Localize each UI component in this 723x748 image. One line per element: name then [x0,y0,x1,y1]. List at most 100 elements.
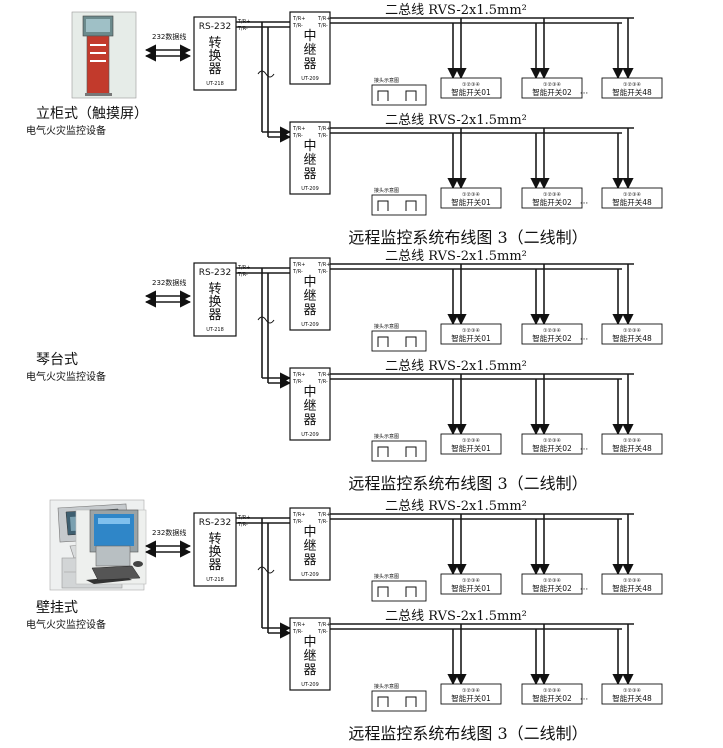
repeater-terminal-label: T/R+ [292,372,305,378]
data-link-label: 232数据线 [152,528,186,537]
smart-switch-label: 智能开关01 [451,693,491,703]
repeater-model: UT-209 [301,322,319,328]
smart-switch-label: 智能开关01 [451,87,491,97]
data-link-label: 232数据线 [152,278,186,287]
smart-switch-terminals: ①②③④ [623,688,641,694]
repeater-box [289,507,331,581]
smart-switch-terminals: ①②③④ [543,438,561,444]
smart-switch-box [521,187,583,209]
repeater-name-char: 中 [303,385,316,400]
repeater-terminal-label: T/R- [292,269,303,275]
smart-switch-box [521,77,583,99]
converter-model: UT-218 [206,81,224,87]
repeater-name-char: 中 [303,139,316,154]
smart-switch-label: 智能开关02 [532,583,572,593]
wire-crossover [257,316,275,324]
connector-shape [405,200,417,211]
repeater-name-char: 继 [303,153,316,168]
connector-box [371,84,427,106]
connector-shape [405,586,417,597]
section-1: 立柜式（触摸屏）电气火灾监控设备232数据线RS-232转换器UT-218T/R… [26,3,663,247]
connector-label: 接头示意图 [374,187,399,194]
smart-switch-terminals: ①②③④ [623,192,641,198]
smart-switch-box [601,187,663,209]
diagram-caption: 远程监控系统布线图 3（二线制） [348,724,587,743]
smart-switch-box [440,323,502,345]
converter-terminal-label: T/R- [237,522,248,528]
smart-switch-terminals: ①②③④ [623,82,641,88]
repeater-name-char: 中 [303,275,316,290]
smart-switch-terminals: ①②③④ [462,578,480,584]
smart-switch-label: 智能开关48 [612,87,652,97]
connector-shape [377,336,389,347]
wire-crossover [257,70,275,78]
ellipsis: ··· [580,695,589,705]
repeater-terminal-label: T/R+ [317,16,330,22]
repeater-terminal-label: T/R+ [317,262,330,268]
converter-terminal-label: T/R- [237,272,248,278]
repeater-box [289,121,331,195]
bus-label: 二总线 RVS-2x1.5mm² [385,249,527,264]
connector-box [371,690,427,712]
converter-name-char: 换 [208,295,221,310]
connector-shape [405,696,417,707]
converter-name-char: 换 [208,545,221,560]
device-type-name: 壁挂式 [36,600,78,616]
repeater-model: UT-209 [301,186,319,192]
connector-shape [405,90,417,101]
smart-switch-box [521,323,583,345]
repeater-terminal-label: T/R+ [317,622,330,628]
bus-label: 二总线 RVS-2x1.5mm² [385,113,527,128]
converter-box [193,16,237,91]
diagram-caption: 远程监控系统布线图 3（二线制） [348,474,587,493]
repeater-model: UT-209 [301,682,319,688]
repeater-model: UT-209 [301,76,319,82]
smart-switch-terminals: ①②③④ [462,82,480,88]
smart-switch-terminals: ①②③④ [543,688,561,694]
smart-switch-terminals: ①②③④ [543,82,561,88]
repeater-terminal-label: T/R+ [317,512,330,518]
smart-switch-box [601,683,663,705]
section-3: 壁挂式电气火灾监控设备232数据线RS-232转换器UT-218T/R+T/R-… [26,499,663,743]
smart-switch-box [601,323,663,345]
repeater-name-char: 继 [303,539,316,554]
smart-switch-box [521,683,583,705]
smart-switch-terminals: ①②③④ [623,438,641,444]
repeater-model: UT-209 [301,432,319,438]
smart-switch-label: 智能开关48 [612,333,652,343]
repeater-name-char: 中 [303,29,316,44]
converter-name-char: 转 [208,532,221,547]
smart-switch-label: 智能开关02 [532,693,572,703]
connector-shape [405,446,417,457]
data-link-label: 232数据线 [152,32,186,41]
smart-switch-box [440,573,502,595]
converter-name-char: 器 [208,558,221,573]
repeater-terminal-label: T/R- [317,519,328,525]
device-type-name: 琴台式 [36,352,78,368]
repeater-name-char: 继 [303,43,316,58]
device-name: 电气火灾监控设备 [26,618,106,631]
smart-switch-box [521,573,583,595]
connector-shape [377,586,389,597]
device-name: 电气火灾监控设备 [26,124,106,137]
wire-crossover [257,566,275,574]
smart-switch-label: 智能开关01 [451,333,491,343]
bus-label: 二总线 RVS-2x1.5mm² [385,3,527,18]
converter-header: RS-232 [199,518,231,528]
converter-box [193,512,237,587]
connector-shape [377,446,389,457]
repeater-terminal-label: T/R- [317,23,328,29]
ellipsis: ··· [580,89,589,99]
ellipsis: ··· [580,335,589,345]
repeater-terminal-label: T/R+ [292,512,305,518]
smart-switch-label: 智能开关48 [612,693,652,703]
smart-switch-terminals: ①②③④ [623,328,641,334]
repeater-terminal-label: T/R- [292,133,303,139]
smart-switch-terminals: ①②③④ [462,688,480,694]
repeater-name-char: 继 [303,289,316,304]
